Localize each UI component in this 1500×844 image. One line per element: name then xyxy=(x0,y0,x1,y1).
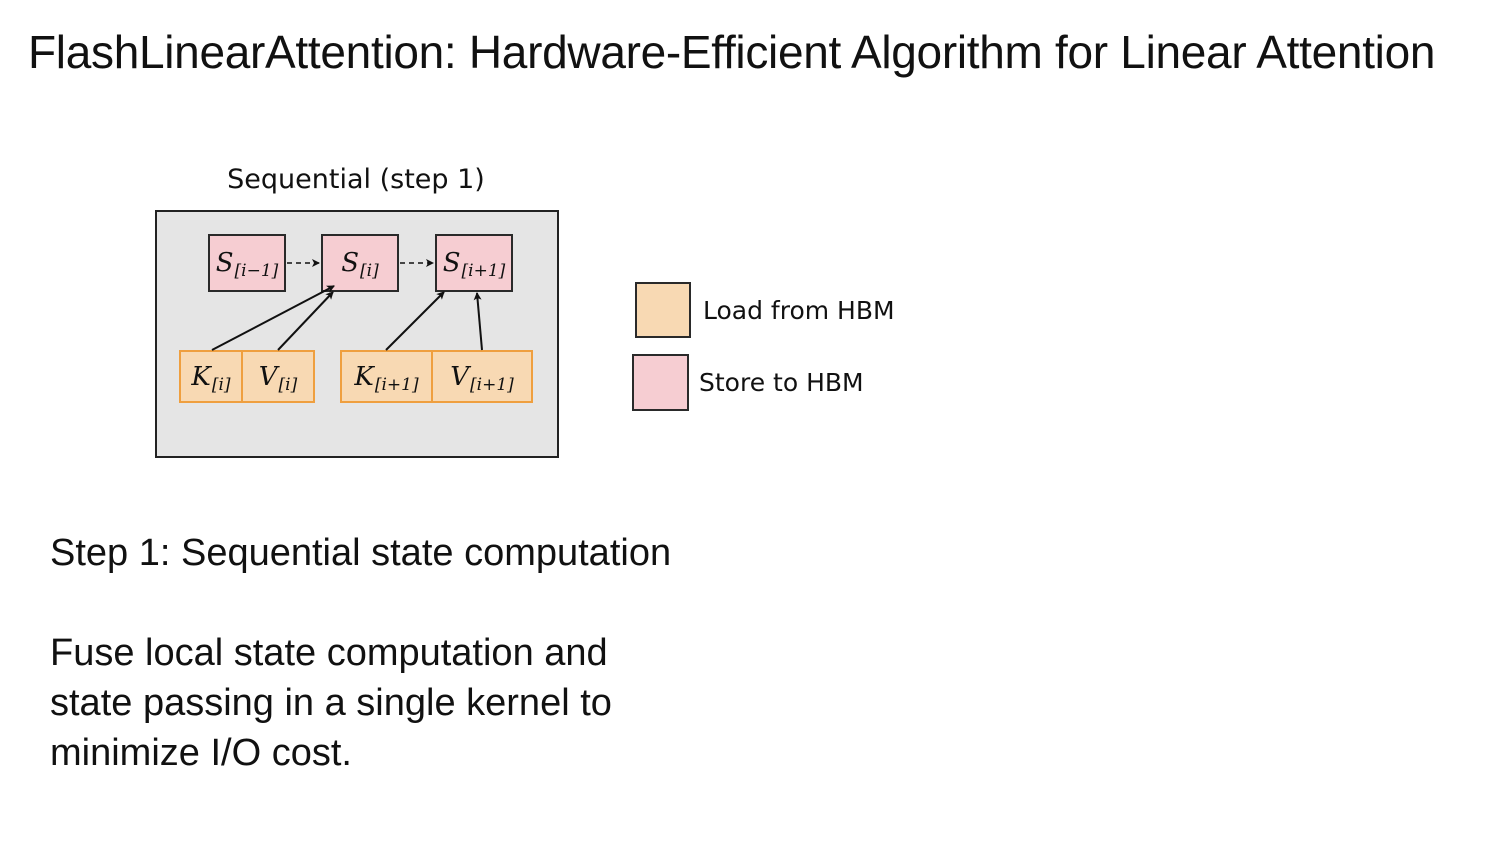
key-symbol: K xyxy=(191,361,211,392)
key-subscript: [i] xyxy=(211,374,231,395)
legend-store-label: Store to HBM xyxy=(699,368,864,397)
state-symbol: S xyxy=(215,248,234,278)
description-line: Fuse local state computation and xyxy=(50,632,608,674)
value-symbol: V xyxy=(258,361,278,392)
state-subscript: [i−1] xyxy=(234,261,279,281)
step-heading: Step 1: Sequential state computation xyxy=(50,532,672,574)
state-box-current: S[i] xyxy=(321,234,399,292)
key-box-i-plus-1: K[i+1] xyxy=(340,350,433,403)
description-line: state passing in a single kernel to xyxy=(50,682,612,724)
key-box-i: K[i] xyxy=(179,350,243,403)
value-box-i-plus-1: V[i+1] xyxy=(431,350,533,403)
value-box-i: V[i] xyxy=(241,350,315,403)
legend-load-swatch xyxy=(635,282,691,338)
description-line: minimize I/O cost. xyxy=(50,732,352,774)
state-subscript: [i] xyxy=(360,261,379,281)
state-symbol: S xyxy=(442,248,461,278)
state-box-prev: S[i−1] xyxy=(208,234,286,292)
value-subscript: [i] xyxy=(278,374,298,395)
key-symbol: K xyxy=(354,361,374,392)
legend-store-swatch xyxy=(632,354,689,411)
step-description: Fuse local state computation and state p… xyxy=(50,628,750,778)
value-subscript: [i+1] xyxy=(470,374,514,395)
state-subscript: [i+1] xyxy=(461,261,506,281)
key-subscript: [i+1] xyxy=(374,374,419,395)
slide-title: FlashLinearAttention: Hardware-Efficient… xyxy=(28,26,1436,78)
state-symbol: S xyxy=(341,248,360,278)
legend-load-label: Load from HBM xyxy=(703,296,895,325)
diagram-caption: Sequential (step 1) xyxy=(227,164,485,195)
state-box-next: S[i+1] xyxy=(435,234,513,292)
value-symbol: V xyxy=(450,361,469,392)
